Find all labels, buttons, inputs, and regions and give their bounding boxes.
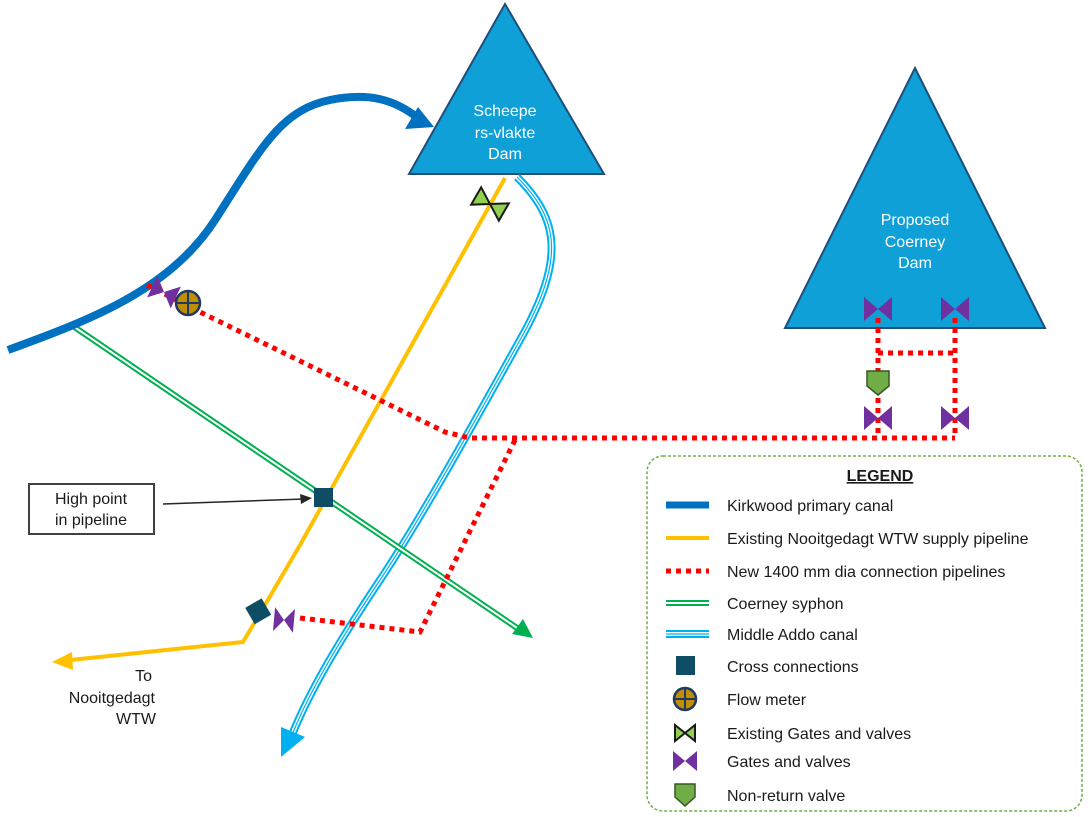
coerney-label-3: Dam: [898, 255, 932, 272]
legend-box: [646, 455, 1083, 812]
to-wtw-label-1: To: [135, 668, 152, 685]
flow-meter-icon: [174, 289, 202, 317]
legend-label: Cross connections: [727, 659, 859, 676]
legend-icon-purple-valve: [673, 751, 697, 771]
legend-label: Kirkwood primary canal: [727, 498, 893, 515]
legend-icon-existing-valve: [674, 722, 696, 744]
high-point-label-2: in pipeline: [55, 512, 127, 529]
coerney-syphon: [68, 321, 533, 638]
legend-icon-non-return-valve: [674, 783, 696, 808]
high-point-label-1: High point: [55, 491, 128, 508]
legend-label: Gates and valves: [727, 754, 851, 771]
middle-addo-canal: [281, 174, 556, 757]
scheepersvlakte-label-3: Dam: [488, 146, 522, 163]
legend-label: New 1400 mm dia connection pipelines: [727, 564, 1005, 581]
legend-icon-flow-meter: [672, 686, 698, 712]
cross-connection-high-point: [314, 488, 333, 507]
purple-valve-icon: [147, 275, 181, 309]
kirkwood-canal: [6, 92, 434, 354]
legend-icon-cross-connection: [676, 656, 695, 675]
coerney-label-2: Coerney: [885, 234, 945, 251]
scheepersvlakte-label-2: rs-vlakte: [475, 125, 536, 142]
purple-valve-icon: [864, 406, 892, 430]
legend-label: Non-return valve: [727, 788, 845, 805]
legend-label: Coerney syphon: [727, 596, 844, 613]
coerney-dam: [783, 65, 1047, 329]
cross-connection-lower: [245, 598, 272, 625]
purple-valve-icon: [941, 297, 969, 321]
scheepersvlakte-dam: [407, 1, 606, 175]
legend-title: LEGEND: [847, 468, 914, 485]
legend-label: Existing Gates and valves: [727, 726, 911, 743]
scheepersvlakte-label-1: Scheepe: [473, 103, 536, 120]
non-return-valve-icon: [866, 370, 890, 396]
purple-valve-icon: [941, 406, 969, 430]
purple-valve-icon: [272, 607, 296, 633]
to-wtw-label-2: Nooitgedagt: [69, 690, 156, 707]
existing-valve-icon: [469, 185, 511, 223]
to-wtw-label-3: WTW: [116, 711, 157, 728]
legend-label: Existing Nooitgedagt WTW supply pipeline: [727, 531, 1029, 548]
legend-label: Flow meter: [727, 692, 807, 709]
high-point-callout: [28, 483, 312, 535]
legend-label: Middle Addo canal: [727, 627, 858, 644]
purple-valve-icon: [864, 297, 892, 321]
coerney-label-1: Proposed: [881, 212, 950, 229]
